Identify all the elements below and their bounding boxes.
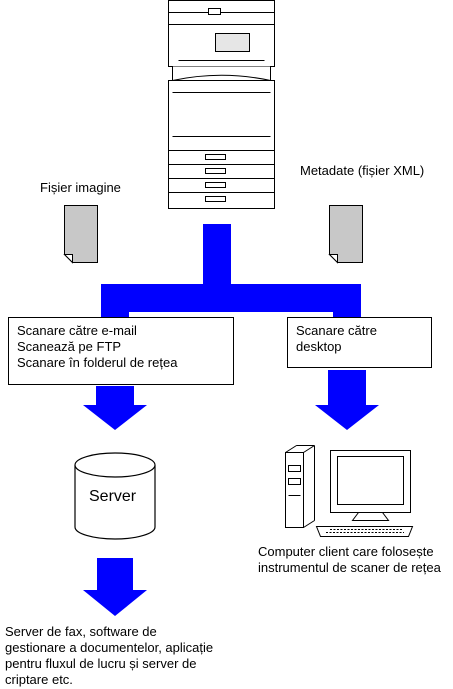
blue-connectors — [101, 224, 361, 320]
trunk-connector — [203, 224, 231, 288]
scan-to-ftp-text: Scanează pe FTP — [17, 339, 122, 354]
server-cylinder-icon — [74, 452, 156, 540]
scan-to-email-text: Scanare către e-mail — [17, 323, 137, 338]
applications-caption-line1: Server de fax, software de — [5, 624, 157, 639]
server-label: Server — [89, 488, 137, 505]
image-file-label: Fișier imagine — [40, 180, 121, 195]
image-file-document-icon — [63, 205, 98, 264]
client-caption-line2: instrumentul de scaner de rețea — [258, 560, 441, 575]
client-computer-icon — [285, 445, 414, 537]
metadata-document-icon — [328, 205, 363, 264]
client-computer-caption: Computer client care folosește instrumen… — [258, 544, 441, 576]
horizontal-connector — [101, 284, 361, 312]
right-drop-connector — [333, 284, 361, 320]
right-destination-box: Scanare către desktop — [287, 317, 432, 368]
arrow-to-server — [83, 386, 147, 430]
scan-to-network-folder-text: Scanare în folderul de rețea — [17, 355, 178, 370]
arrow-to-applications — [83, 558, 147, 616]
printer-icon — [168, 0, 275, 209]
metadata-label: Metadate (fișier XML) — [300, 163, 425, 178]
applications-caption-line2: gestionare a documentelor, aplicație — [5, 640, 214, 655]
applications-caption-line4: criptare etc. — [5, 672, 73, 687]
applications-caption: Server de fax, software de gestionare a … — [5, 624, 213, 688]
left-destination-box: Scanare către e-mail Scanează pe FTP Sca… — [8, 317, 234, 385]
client-caption-line1: Computer client care folosește — [258, 544, 434, 559]
scan-to-desktop-line2: desktop — [296, 339, 342, 354]
scan-to-desktop-line1: Scanare către — [296, 323, 377, 338]
applications-caption-line3: pentru fluxul de lucru și server de — [5, 656, 197, 671]
left-drop-connector — [101, 284, 129, 320]
arrow-to-desktop — [315, 370, 379, 430]
